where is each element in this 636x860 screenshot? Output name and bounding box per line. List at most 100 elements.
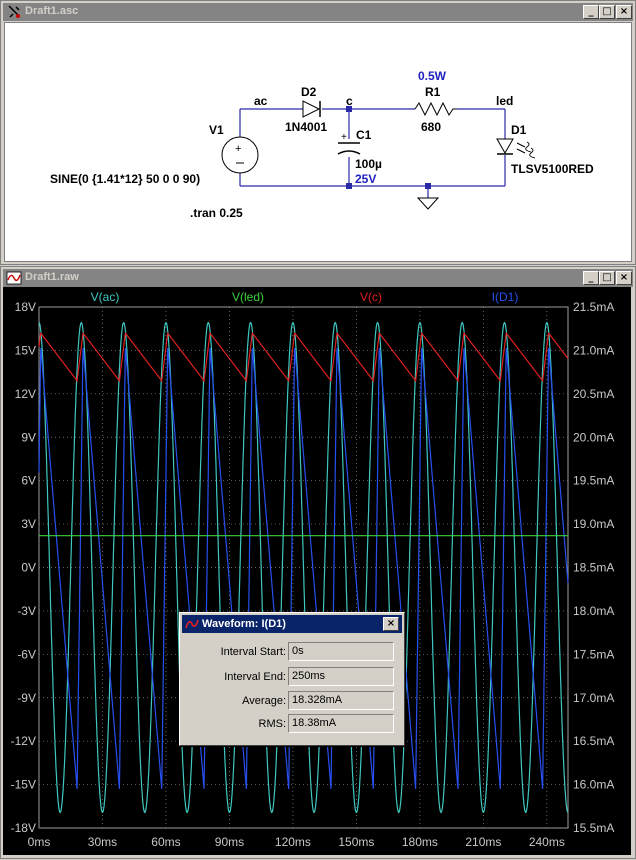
y-left-tick-label: -3V: [17, 604, 36, 618]
legend-entry[interactable]: V(c): [360, 290, 382, 304]
y-right-tick-label: 17.0mA: [573, 691, 614, 705]
schematic-window[interactable]: Draft1.asc _ □ ×: [0, 0, 636, 265]
maximize-button[interactable]: □: [599, 5, 615, 19]
y-right-tick-label: 20.5mA: [573, 387, 614, 401]
r1-value[interactable]: 680: [421, 120, 441, 134]
c1-value[interactable]: 100µ: [355, 157, 382, 171]
y-left-tick-label: -15V: [11, 778, 36, 792]
x-tick-label: 120ms: [275, 835, 311, 849]
rms-field[interactable]: 18.38mA: [288, 714, 394, 733]
close-button[interactable]: ×: [616, 271, 632, 285]
c1-capacitor-icon[interactable]: [337, 142, 361, 155]
d2-value[interactable]: 1N4001: [285, 120, 327, 134]
y-left-tick-label: -12V: [11, 734, 36, 748]
svg-text:+: +: [235, 143, 241, 155]
ltspice-schematic-icon: [8, 5, 20, 18]
x-tick-label: 240ms: [529, 835, 565, 849]
schematic-canvas[interactable]: + ac c le: [4, 22, 632, 262]
d1-led-icon[interactable]: [496, 138, 536, 159]
interval-end-field[interactable]: 250ms: [288, 667, 394, 686]
v1-name[interactable]: V1: [209, 123, 224, 137]
r1-name[interactable]: R1: [425, 85, 441, 99]
x-tick-label: 150ms: [338, 835, 374, 849]
plot-legend: V(ac) V(led) V(c) I(D1): [91, 290, 519, 304]
y-right-ticks: 21.5mA21.0mA20.5mA20.0mA19.5mA19.0mA18.5…: [573, 300, 614, 835]
minimize-button[interactable]: _: [583, 271, 599, 285]
waveform-dialog-title: Waveform: I(D1): [202, 618, 286, 630]
y-right-tick-label: 19.5mA: [573, 474, 614, 488]
waveform-titlebar[interactable]: Draft1.raw _ □ ×: [3, 269, 633, 287]
c1-polarity: +: [341, 132, 347, 143]
interval-start-field[interactable]: 0s: [288, 642, 394, 661]
x-tick-label: 180ms: [402, 835, 438, 849]
schematic-drawing: + ac c le: [50, 69, 594, 220]
v1-value[interactable]: SINE(0 {1.41*12} 50 0 0 90): [50, 172, 200, 186]
net-label-led[interactable]: led: [496, 94, 513, 108]
y-left-tick-label: 12V: [15, 387, 36, 401]
r1-resistor-icon[interactable]: [414, 101, 457, 117]
x-tick-label: 30ms: [88, 835, 117, 849]
rms-label: RMS:: [258, 718, 287, 730]
schematic-titlebar[interactable]: Draft1.asc _ □ ×: [3, 3, 633, 21]
y-right-tick-label: 15.5mA: [573, 821, 614, 835]
y-left-tick-label: 18V: [15, 300, 36, 314]
interval-start-row: Interval Start: 0s: [180, 642, 406, 662]
y-left-tick-label: 9V: [21, 430, 36, 444]
y-left-tick-label: -6V: [17, 647, 36, 661]
x-tick-label: 90ms: [215, 835, 244, 849]
series-line-vc[interactable]: [38, 332, 569, 383]
y-left-tick-label: 3V: [21, 517, 36, 531]
legend-entry[interactable]: V(led): [232, 290, 264, 304]
close-button[interactable]: ×: [616, 5, 632, 19]
y-right-tick-label: 20.0mA: [573, 430, 614, 444]
interval-start-label: Interval Start:: [220, 646, 286, 658]
x-tick-label: 0ms: [28, 835, 51, 849]
minimize-button[interactable]: _: [583, 5, 599, 19]
y-right-tick-label: 16.0mA: [573, 778, 614, 792]
d1-name[interactable]: D1: [511, 123, 527, 137]
legend-entry[interactable]: V(ac): [91, 290, 120, 304]
waveform-plot[interactable]: V(ac)V(led)V(c)I(D1) 18V15V12V9V6V3V0V-3…: [3, 287, 631, 855]
r1-rating[interactable]: 0.5W: [418, 69, 447, 83]
d1-value[interactable]: TLSV5100RED: [511, 162, 594, 176]
y-left-tick-label: -9V: [17, 691, 36, 705]
rms-row: RMS: 18.38mA: [180, 714, 406, 734]
y-right-tick-label: 18.0mA: [573, 604, 614, 618]
c1-rating[interactable]: 25V: [355, 172, 376, 186]
waveform-dialog[interactable]: Waveform: I(D1) × Interval Start: 0s Int…: [179, 612, 405, 746]
junction-gnd-c1: [346, 183, 352, 189]
waveform-dialog-icon: [185, 619, 199, 629]
d2-name[interactable]: D2: [301, 85, 317, 99]
c1-name[interactable]: C1: [356, 128, 372, 142]
series-line-id1[interactable]: [38, 347, 569, 789]
waveform-dialog-titlebar[interactable]: Waveform: I(D1) ×: [182, 615, 402, 633]
waveform-title: Draft1.raw: [25, 271, 79, 283]
close-button[interactable]: ×: [383, 617, 399, 631]
interval-end-row: Interval End: 250ms: [180, 667, 406, 687]
x-axis-ticks: 0ms 30ms 60ms 90ms 120ms 150ms 180ms 210ms 240ms: [28, 835, 565, 849]
d2-diode-icon[interactable]: [302, 100, 321, 118]
x-tick-label: 210ms: [465, 835, 501, 849]
average-row: Average: 18.328mA: [180, 691, 406, 711]
net-label-ac[interactable]: ac: [254, 94, 268, 108]
y-right-tick-label: 17.5mA: [573, 647, 614, 661]
interval-end-label: Interval End:: [224, 671, 286, 683]
v1-source-icon[interactable]: +: [221, 136, 259, 174]
spice-directive[interactable]: .tran 0.25: [190, 206, 243, 220]
plot-traces: [38, 321, 569, 814]
waveform-icon: [6, 271, 22, 285]
series-line-vac[interactable]: [38, 321, 569, 814]
legend-entry[interactable]: I(D1): [492, 290, 519, 304]
y-left-tick-label: 15V: [15, 343, 36, 357]
average-field[interactable]: 18.328mA: [288, 691, 394, 710]
x-tick-label: 60ms: [151, 835, 180, 849]
junction-gnd: [425, 183, 431, 189]
y-right-tick-label: 19.0mA: [573, 517, 614, 531]
net-label-c[interactable]: c: [346, 94, 353, 108]
junction-c: [346, 106, 352, 112]
y-left-tick-label: 6V: [21, 474, 36, 488]
ground-icon[interactable]: [416, 197, 440, 210]
maximize-button[interactable]: □: [599, 271, 615, 285]
